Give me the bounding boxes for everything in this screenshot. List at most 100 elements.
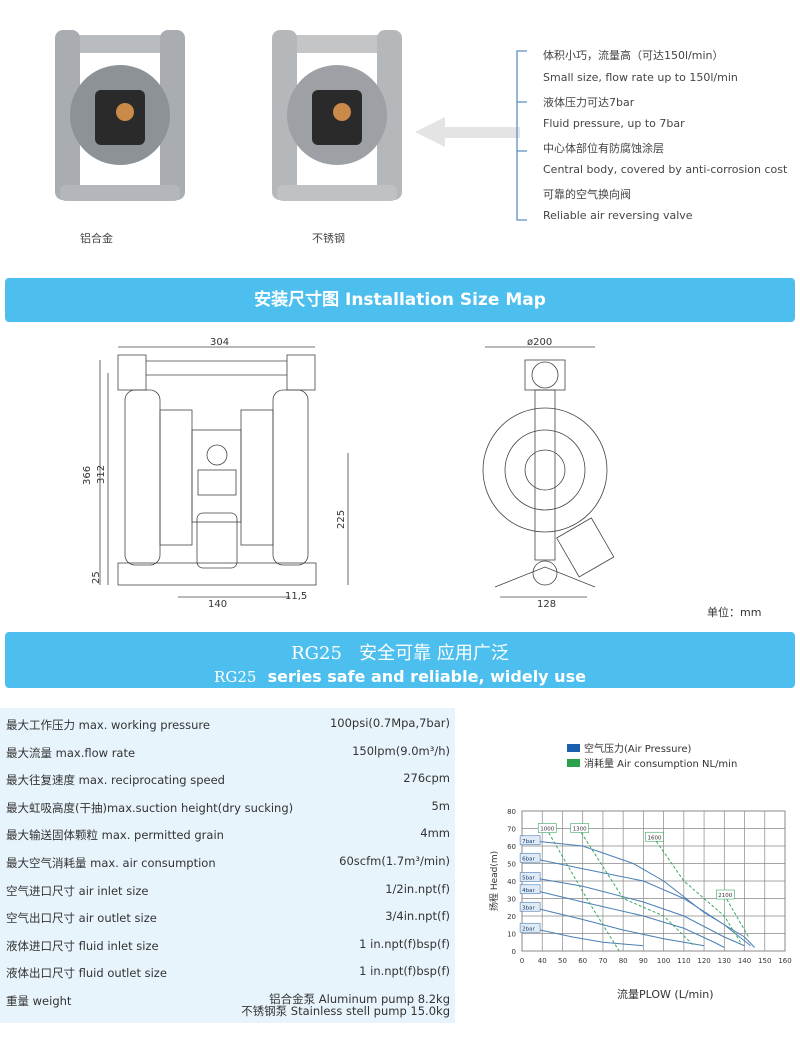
- install-banner: 安装尺寸图 Installation Size Map: [5, 278, 795, 322]
- aluminum-pump-image: [55, 30, 185, 201]
- pressure-tag: [519, 922, 541, 933]
- pressure-curve: [532, 857, 751, 947]
- pressure-curve: [531, 889, 725, 948]
- x-tick-label: 0: [520, 957, 524, 965]
- feature-text: 体积小巧，流量高（可达150l/min）: [543, 49, 724, 62]
- x-tick-label: 160: [778, 957, 791, 965]
- pressure-label: 7bar: [522, 839, 535, 845]
- dim-base: 25: [91, 571, 102, 584]
- spec-label: 空气出口尺寸 air outlet size: [6, 911, 157, 926]
- dim-height: 366: [82, 466, 93, 485]
- unit-label: 单位：mm: [707, 606, 762, 619]
- y-tick-label: 80: [507, 808, 516, 816]
- consumption-label: 1600: [648, 835, 662, 841]
- feature-text: 液体压力可达7bar: [543, 96, 635, 109]
- consumption-curve: [653, 836, 741, 943]
- pressure-tag: [519, 901, 541, 912]
- y-tick-label: 0: [512, 948, 516, 956]
- pressure-curve: [531, 906, 705, 947]
- dim-hole: 11,5: [285, 591, 307, 602]
- consumption-curve: [578, 828, 695, 947]
- y-tick-label: 20: [507, 913, 516, 921]
- pressure-curve: [532, 877, 745, 947]
- spec-value: 60scfm(1.7m³/min): [339, 854, 450, 868]
- legend-swatch-blue: [567, 744, 580, 752]
- x-axis-label: 流量PLOW (L/min): [617, 988, 714, 1001]
- pressure-tag: [519, 884, 541, 895]
- consumption-tag: [537, 823, 557, 833]
- x-tick-label: 40: [538, 957, 547, 965]
- pressure-tag: [519, 872, 541, 882]
- feature-text: 可靠的空气换向阀: [543, 188, 631, 201]
- series-en: series safe and reliable, widely use: [267, 667, 586, 686]
- x-tick-label: 80: [619, 957, 628, 965]
- spec-row: 最大空气消耗量 max. air consumption 60scfm(1.7m³…: [6, 855, 450, 871]
- feature-text: Central body, covered by anti-corrosion …: [543, 163, 788, 176]
- pressure-curve: [532, 927, 644, 947]
- spec-value: 100psi(0.7Mpa,7bar): [329, 716, 450, 730]
- arrow-icon: [415, 117, 520, 147]
- y-tick-label: 60: [507, 843, 516, 851]
- product-caption: 铝合金: [80, 232, 113, 245]
- x-tick-label: 140: [738, 957, 751, 965]
- consumption-curve: [723, 894, 750, 938]
- x-tick-label: 90: [639, 957, 648, 965]
- y-tick-label: 70: [507, 826, 516, 834]
- spec-label: 空气进口尺寸 air inlet size: [6, 883, 149, 898]
- feature-text: 中心体部位有防腐蚀涂层: [543, 142, 664, 155]
- x-tick-label: 70: [598, 957, 607, 965]
- x-tick-label: 50: [558, 957, 567, 965]
- stainless-pump-image: [272, 30, 402, 201]
- bracket-line: [516, 50, 527, 221]
- spec-label: 最大流量 max.flow rate: [6, 745, 136, 760]
- pressure-label: 2bar: [522, 926, 535, 932]
- dim-side-base: 128: [537, 599, 556, 610]
- x-tick-label: 150: [758, 957, 771, 965]
- legend-label: 空气压力(Air Pressure): [584, 744, 692, 755]
- legend-label: 消耗量 Air consumption NL/min: [584, 759, 738, 770]
- series-model2: RG25: [214, 668, 257, 686]
- x-tick-label: 110: [677, 957, 690, 965]
- y-axis-label: 扬程 Head(m): [488, 851, 500, 911]
- pressure-label: 3bar: [522, 905, 535, 911]
- consumption-label: 2100: [718, 893, 732, 899]
- spec-row: 最大工作压力 max. working pressure 100psi(0.7Mp…: [6, 717, 450, 733]
- series-banner: RG25 安全可靠 应用广泛 RG25 series safe and reli…: [5, 632, 795, 688]
- product-caption: 不锈钢: [312, 232, 345, 245]
- pressure-label: 4bar: [522, 888, 535, 894]
- spec-label: 液体进口尺寸 fluid inlet size: [6, 938, 159, 953]
- spec-value: 5m: [431, 798, 450, 813]
- spec-label: 最大往复速度 max. reciprocating speed: [6, 773, 225, 788]
- spec-row: 空气出口尺寸 air outlet size 3/4in.npt(f): [6, 910, 450, 926]
- dim-spacing: 140: [208, 599, 227, 610]
- dim-diameter: ø200: [527, 337, 552, 348]
- consumption-label: 1000: [540, 827, 554, 833]
- pressure-curve: [532, 840, 756, 948]
- feature-text: Fluid pressure, up to 7bar: [543, 117, 685, 130]
- spec-value: 1/2in.npt(f): [385, 881, 450, 896]
- consumption-curve: [545, 828, 620, 952]
- y-tick-label: 40: [507, 878, 516, 886]
- spec-label: 最大输送固体颗粒 max. permitted grain: [6, 828, 224, 843]
- spec-value: 1 in.npt(f)bsp(f): [359, 964, 450, 979]
- pressure-label: 6bar: [522, 856, 535, 862]
- spec-label: 最大工作压力 max. working pressure: [6, 718, 210, 732]
- pressure-tag: [519, 852, 541, 863]
- chart-legend: 空气压力(Air Pressure) 消耗量 Air consumption N…: [567, 742, 737, 772]
- consumption-tag: [716, 889, 735, 900]
- consumption-label: 1300: [573, 827, 587, 833]
- spec-label: 最大空气消耗量 max. air consumption: [6, 856, 216, 870]
- consumption-tag: [645, 831, 664, 842]
- feature-text: Reliable air reversing valve: [543, 209, 693, 222]
- x-tick-label: 60: [578, 957, 587, 965]
- pressure-label: 5bar: [522, 876, 535, 882]
- x-tick-label: 100: [657, 957, 670, 965]
- front-view-drawing: 304 366 312 225 25 140 11,5: [82, 337, 349, 610]
- spec-value: 3/4in.npt(f): [385, 909, 450, 924]
